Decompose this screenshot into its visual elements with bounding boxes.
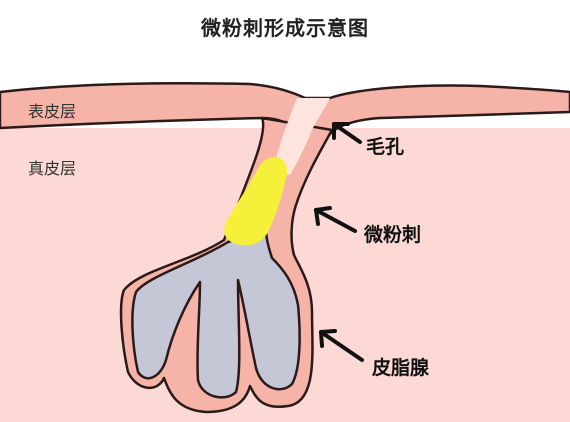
sebaceous-gland-label: 皮脂腺 [372,357,430,379]
microcomedone-label: 微粉刺 [364,224,422,246]
microcomedone-plug [224,157,288,246]
arrow-to-sebaceous-gland [319,329,364,362]
dermis-label: 真皮层 [28,159,77,178]
arrow-to-pore [332,122,362,144]
pore-label: 毛孔 [366,136,405,158]
follicle-lumen [272,98,330,175]
arrow-to-microcomedone [314,206,357,233]
epidermis-label: 表皮层 [28,102,77,121]
sebaceous-gland-lobes [131,228,301,399]
diagram-title: 微粉刺形成示意图 [201,16,369,40]
